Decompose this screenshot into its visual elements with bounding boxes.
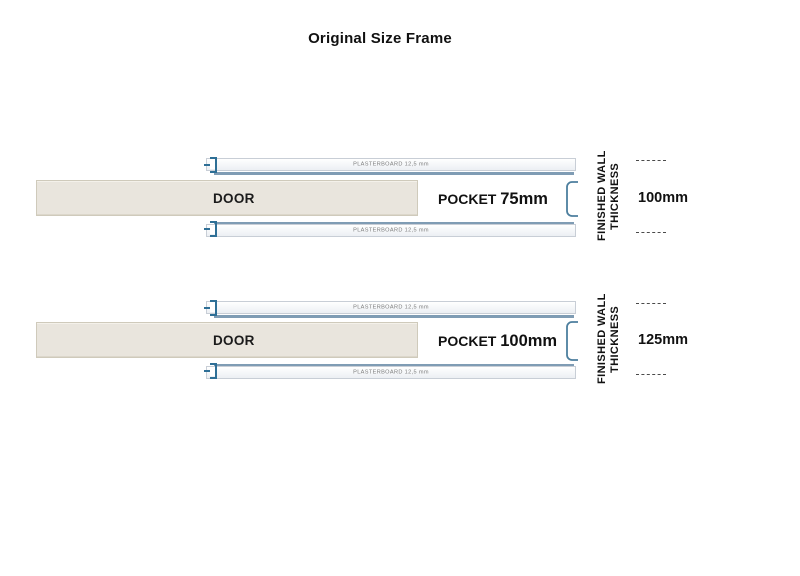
wall-thickness-label-2: FINISHED WALL THICKNESS xyxy=(596,289,622,389)
dimension-dash-top-1 xyxy=(636,160,666,161)
door-label-2: DOOR xyxy=(213,332,255,348)
door-leaf-1: DOOR xyxy=(36,180,418,216)
pocket-size-1: 75mm xyxy=(500,190,548,208)
dimension-dash-bottom-1 xyxy=(636,232,666,233)
page-title: Original Size Frame xyxy=(308,30,452,47)
plasterboard-top-rail-2: PLASTERBOARD 12,5 mm xyxy=(206,301,576,314)
pocket-end-bracket-icon-1 xyxy=(566,180,580,218)
wall-thickness-value-2: 125mm xyxy=(638,332,688,348)
plasterboard-bottom-label-2: PLASTERBOARD 12,5 mm xyxy=(353,369,429,375)
wall-thickness-label-1: FINISHED WALL THICKNESS xyxy=(596,146,622,246)
wall-thickness-line1-1: FINISHED WALL xyxy=(596,150,608,242)
pocket-edge-bottom-2 xyxy=(214,364,574,367)
wall-thickness-line2-1: THICKNESS xyxy=(609,162,621,230)
wall-thickness-value-1: 100mm xyxy=(638,190,688,206)
door-label-1: DOOR xyxy=(213,190,255,206)
pocket-word-1: POCKET xyxy=(438,191,497,207)
pocket-end-bracket-icon-2 xyxy=(566,320,580,362)
plasterboard-top-label-1: PLASTERBOARD 12,5 mm xyxy=(353,161,429,167)
pocket-edge-bottom-1 xyxy=(214,222,574,225)
pocket-word-2: POCKET xyxy=(438,333,497,349)
jamb-bracket-bottom-icon-2 xyxy=(203,362,225,379)
wall-thickness-line1-2: FINISHED WALL xyxy=(596,293,608,385)
plasterboard-bottom-rail-1: PLASTERBOARD 12,5 mm xyxy=(206,224,576,237)
pocket-edge-top-1 xyxy=(214,172,574,175)
plasterboard-top-label-2: PLASTERBOARD 12,5 mm xyxy=(353,304,429,310)
pocket-edge-top-2 xyxy=(214,315,574,318)
jamb-bracket-top-icon-2 xyxy=(203,299,225,316)
plasterboard-bottom-rail-2: PLASTERBOARD 12,5 mm xyxy=(206,366,576,379)
pocket-label-2: POCKET 100mm xyxy=(438,332,557,351)
dimension-dash-top-2 xyxy=(636,303,666,304)
wall-thickness-line2-2: THICKNESS xyxy=(609,305,621,373)
door-leaf-2: DOOR xyxy=(36,322,418,358)
dimension-dash-bottom-2 xyxy=(636,374,666,375)
plasterboard-bottom-label-1: PLASTERBOARD 12,5 mm xyxy=(353,227,429,233)
pocket-size-2: 100mm xyxy=(500,332,558,350)
pocket-label-1: POCKET 75mm xyxy=(438,190,548,209)
jamb-bracket-bottom-icon-1 xyxy=(203,220,225,237)
plasterboard-top-rail-1: PLASTERBOARD 12,5 mm xyxy=(206,158,576,171)
jamb-bracket-top-icon-1 xyxy=(203,156,225,173)
